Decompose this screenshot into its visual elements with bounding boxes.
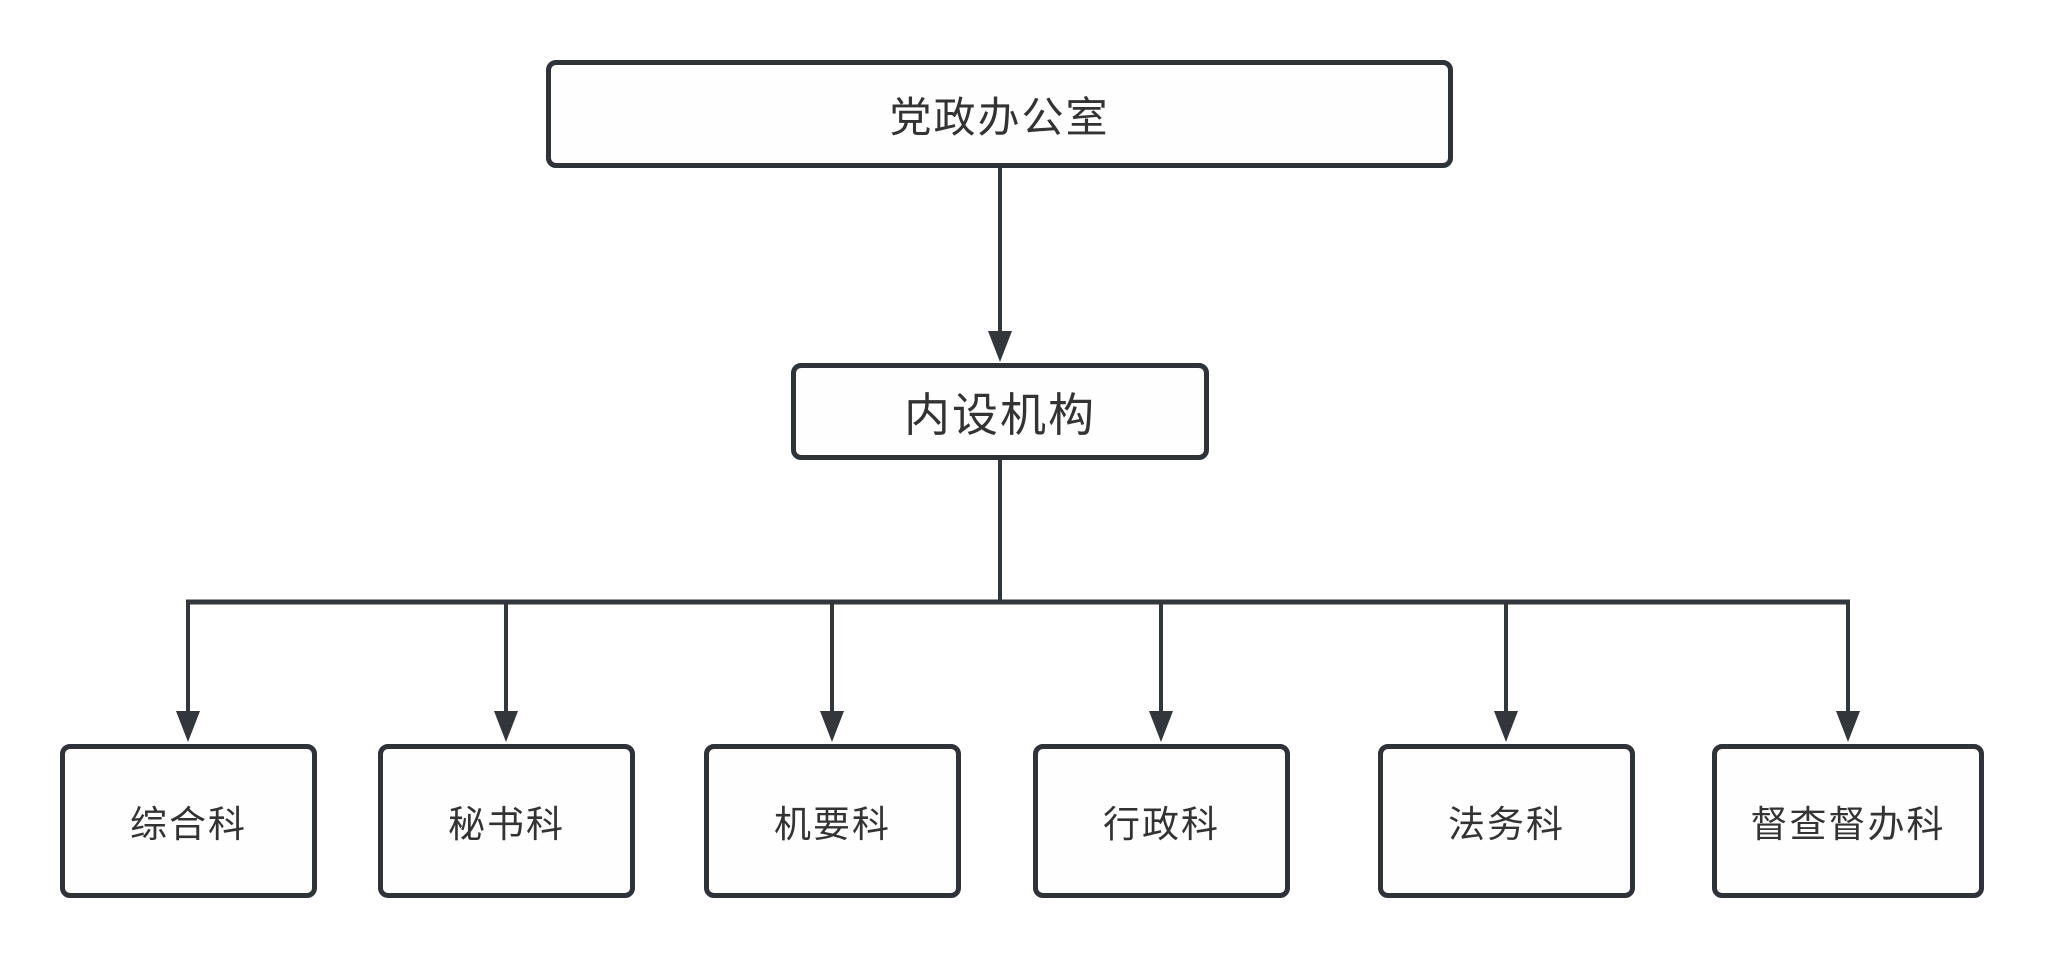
node-section-secretary[interactable]: 秘书科 bbox=[378, 744, 635, 898]
node-section-label: 综合科 bbox=[130, 804, 247, 845]
node-section-label: 行政科 bbox=[1103, 804, 1220, 845]
node-section-label: 督查督办科 bbox=[1750, 804, 1946, 845]
node-section-label: 法务科 bbox=[1448, 804, 1565, 845]
arrowhead-down-icon bbox=[176, 711, 200, 742]
node-section-label: 秘书科 bbox=[448, 804, 565, 845]
node-section-administrative[interactable]: 行政科 bbox=[1033, 744, 1290, 898]
connector-to-section-2 bbox=[494, 600, 518, 742]
arrowhead-down-icon bbox=[494, 711, 518, 742]
connector-to-section-5 bbox=[1494, 600, 1518, 742]
connector-root-to-level2 bbox=[988, 168, 1012, 362]
arrowhead-down-icon bbox=[1836, 711, 1860, 742]
node-section-supervision[interactable]: 督查督办科 bbox=[1712, 744, 1984, 898]
node-root[interactable]: 党政办公室 bbox=[546, 60, 1453, 168]
node-root-label: 党政办公室 bbox=[889, 93, 1110, 141]
node-section-legal[interactable]: 法务科 bbox=[1378, 744, 1635, 898]
node-internal-orgs[interactable]: 内设机构 bbox=[791, 363, 1209, 460]
arrowhead-down-icon bbox=[1149, 711, 1173, 742]
node-internal-orgs-label: 内设机构 bbox=[904, 388, 1096, 441]
connector-to-section-4 bbox=[1149, 600, 1173, 742]
connector-to-section-1 bbox=[176, 600, 200, 742]
node-section-label: 机要科 bbox=[774, 804, 891, 845]
arrowhead-down-icon bbox=[988, 331, 1012, 362]
arrowhead-down-icon bbox=[820, 711, 844, 742]
arrowhead-down-icon bbox=[1494, 711, 1518, 742]
connector-to-section-6 bbox=[1836, 600, 1860, 742]
connector-to-section-3 bbox=[820, 600, 844, 742]
node-section-confidential[interactable]: 机要科 bbox=[704, 744, 961, 898]
node-section-general[interactable]: 综合科 bbox=[60, 744, 317, 898]
